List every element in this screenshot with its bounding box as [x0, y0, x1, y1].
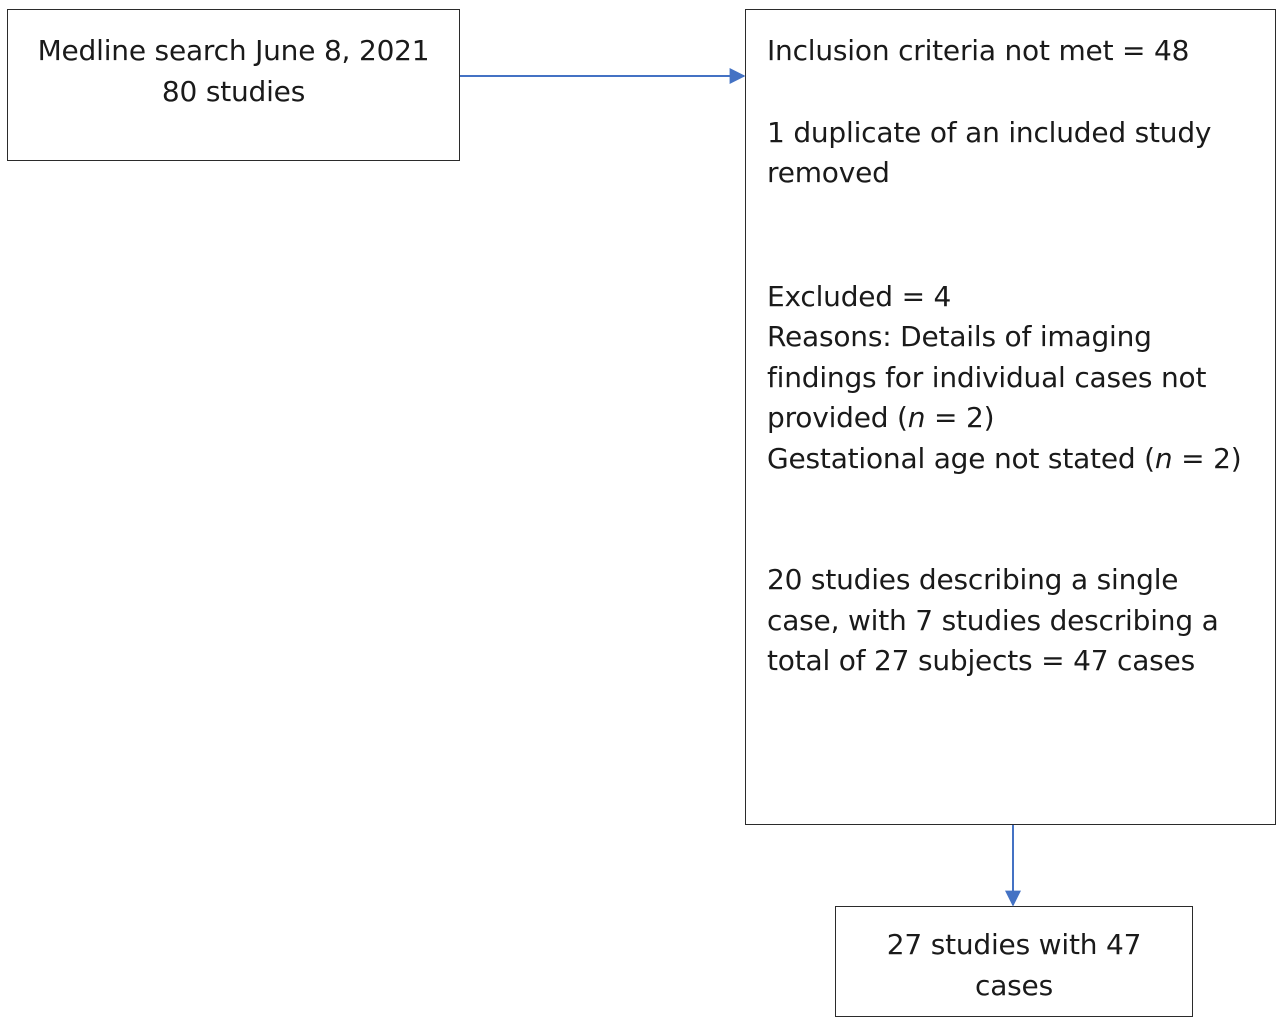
inclusion-not-met-label: Inclusion criteria not met = 48 — [767, 34, 1190, 67]
search-count-label: 80 studies — [161, 74, 306, 108]
reasons-line4-n: n — [1154, 441, 1173, 475]
reasons-line3-post: = 2) — [925, 401, 995, 434]
reasons-label-line3: provided (n = 2) — [767, 398, 1275, 439]
studies-label-line2: case, with 7 studies describing a — [767, 603, 1219, 637]
duplicate-label-line2: removed — [767, 156, 890, 189]
search-box: Medline search June 8, 2021 80 studies — [7, 9, 460, 161]
search-date-label: Medline search June 8, 2021 — [37, 34, 430, 67]
duplicate-label-line1: 1 duplicate of an included study — [767, 115, 1212, 149]
reasons-label-line1: Reasons: Details of imaging — [767, 320, 1152, 353]
final-label-line1: 27 studies with 47 — [886, 928, 1142, 961]
exclusions-box: Inclusion criteria not met = 48 1 duplic… — [745, 9, 1276, 825]
reasons-label-line4: Gestational age not stated (n = 2) — [767, 439, 1275, 480]
reasons-line4-post: = 2) — [1172, 441, 1242, 475]
reasons-label-line2: findings for individual cases not — [767, 360, 1207, 394]
studies-label-line3: total of 27 subjects = 47 cases — [767, 644, 1195, 677]
reasons-line3-pre: provided ( — [767, 401, 908, 434]
final-label-line2: cases — [975, 968, 1053, 1002]
studies-label-line1: 20 studies describing a single — [767, 563, 1179, 596]
reasons-line4-pre: Gestational age not stated ( — [767, 441, 1155, 475]
reasons-line3-n: n — [907, 401, 926, 434]
final-box: 27 studies with 47 cases — [835, 906, 1193, 1017]
excluded-count-label: Excluded = 4 — [767, 279, 952, 313]
